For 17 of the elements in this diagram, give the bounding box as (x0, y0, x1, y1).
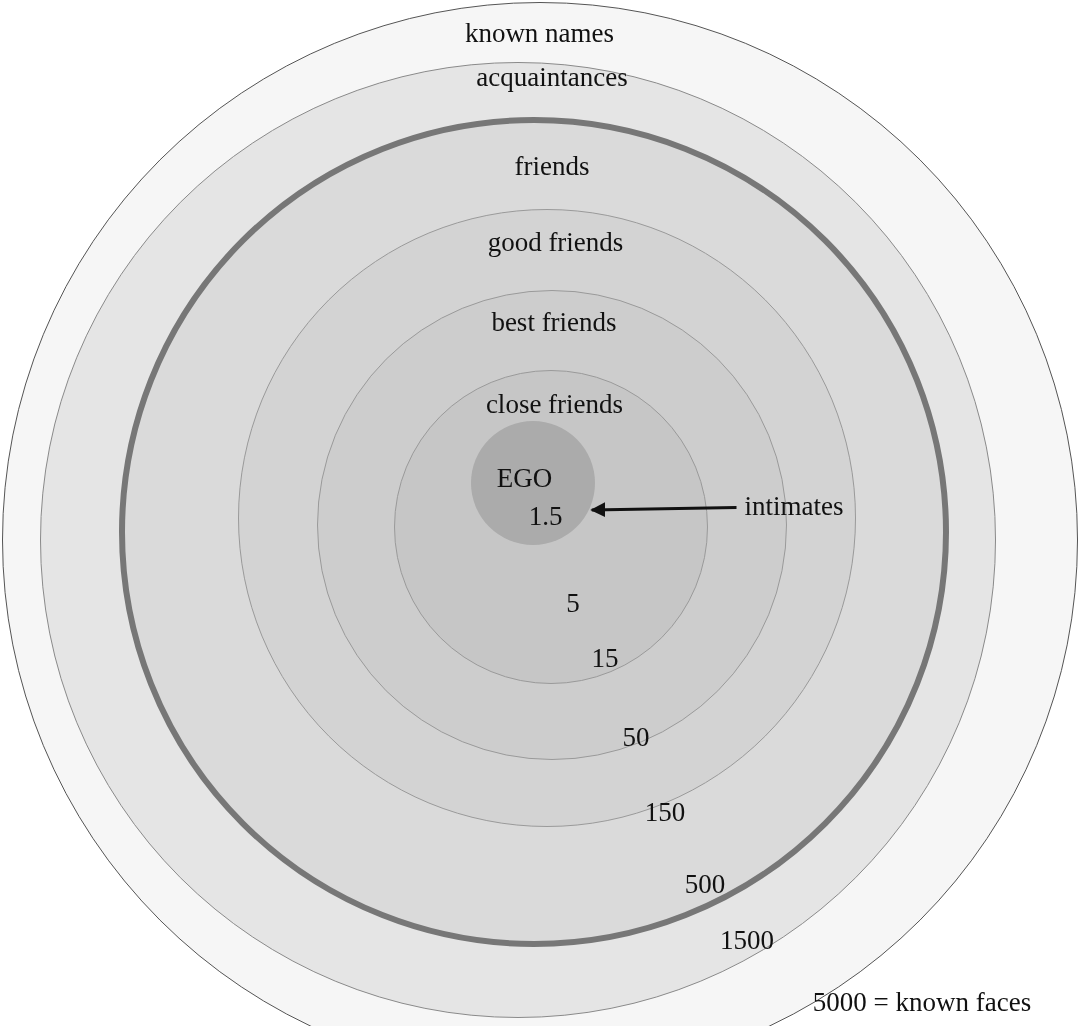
count-label: 5 (566, 587, 580, 619)
annotation-label: intimates (744, 489, 844, 522)
count-label: 150 (644, 796, 686, 828)
count-label: 1.5 (527, 499, 564, 532)
ring-label: acquaintances (475, 61, 629, 93)
ring-label: EGO (495, 461, 554, 494)
ring-label: known names (463, 16, 616, 49)
count-label: 1500 (720, 924, 774, 956)
count-label: 15 (591, 642, 619, 674)
ring-label: best friends (490, 306, 618, 338)
count-label: 500 (684, 868, 726, 900)
ring-label: friends (513, 150, 591, 182)
ring-label: close friends (484, 387, 625, 420)
count-label: 5000 = known faces (812, 986, 1032, 1018)
ring-label: good friends (486, 225, 625, 258)
count-label: 50 (622, 721, 650, 753)
arrow (590, 502, 737, 518)
